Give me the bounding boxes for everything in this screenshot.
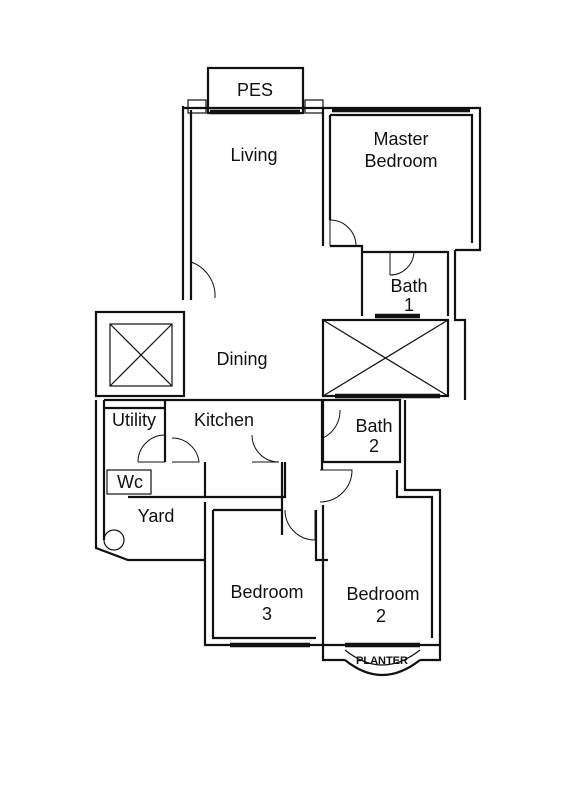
bath2-label-line1: Bath [355,416,392,436]
bath1-label-line1: Bath [390,276,427,296]
living-label: Living [230,145,277,165]
master-bedroom-label-line1: Master [373,129,428,149]
dining-label: Dining [216,349,267,369]
bath2-label-line2: 2 [369,436,379,456]
outer-walls [94,106,482,677]
bath1-label-line2: 1 [404,295,414,315]
kitchen-label: Kitchen [194,410,254,430]
utility-label: Utility [112,410,156,430]
bedroom2-label-line1: Bedroom [346,584,419,604]
bedroom3-label-line1: Bedroom [230,582,303,602]
master-bedroom-label-line2: Bedroom [364,151,437,171]
bedroom2-label-line2: 2 [376,606,386,626]
planter-label: PLANTER [356,655,408,667]
wc-label: Wc [117,472,143,492]
windows [210,107,470,648]
yard-label: Yard [138,506,175,526]
bedroom3-label-line2: 3 [262,604,272,624]
pes-label: PES [237,80,273,100]
door-swings [137,219,415,541]
